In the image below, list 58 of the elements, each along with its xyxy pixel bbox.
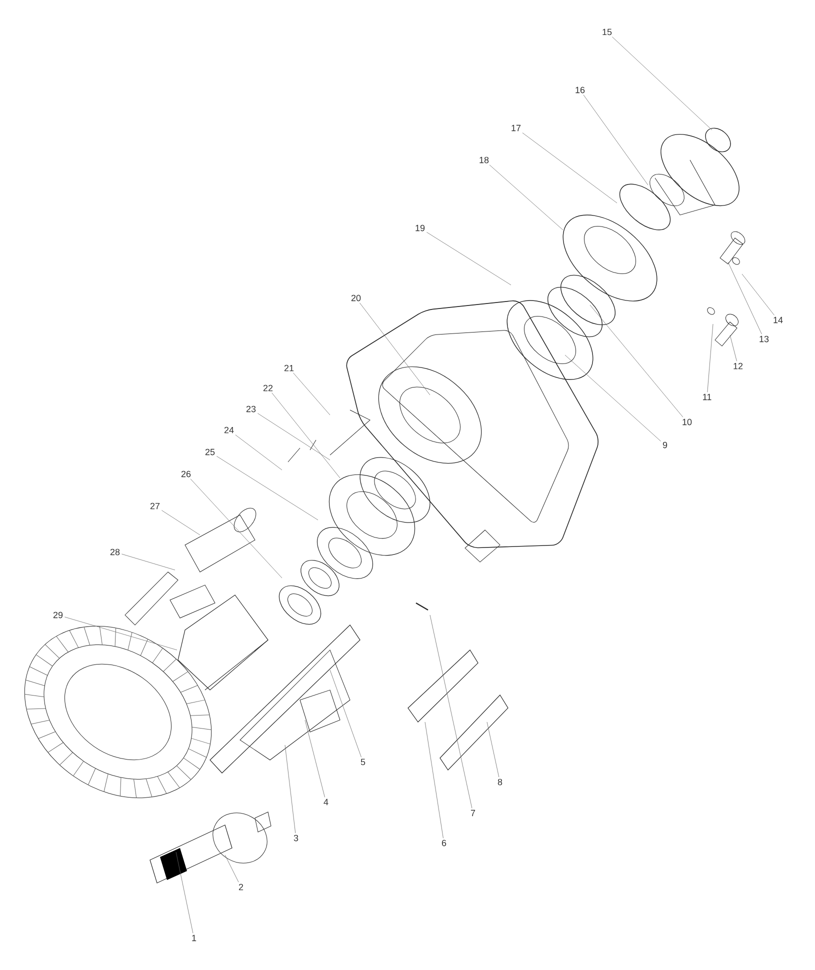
callout-number: 28 xyxy=(110,548,120,556)
leader-line xyxy=(258,413,330,460)
leader-line xyxy=(430,614,472,808)
callout-number: 9 xyxy=(662,442,668,448)
callout-number: 11 xyxy=(703,394,712,400)
callout-number: 3 xyxy=(294,834,298,842)
callout-number: 23 xyxy=(246,406,256,412)
callout-number: 8 xyxy=(498,778,502,786)
callout-number: 6 xyxy=(442,840,446,846)
leader-line xyxy=(224,854,239,882)
callout-number: 17 xyxy=(512,124,521,132)
callout-number: 14 xyxy=(774,316,783,324)
leader-line xyxy=(583,94,648,186)
leader-line xyxy=(730,334,737,362)
callout-number: 1 xyxy=(192,934,196,942)
leader-line xyxy=(64,616,178,650)
leader-line xyxy=(564,354,661,442)
leader-line xyxy=(612,36,712,130)
leader-line xyxy=(742,274,774,316)
callout-number: 15 xyxy=(602,28,612,36)
callout-number: 24 xyxy=(224,426,234,434)
leader-line xyxy=(176,852,194,934)
leader-line xyxy=(426,232,512,286)
callout-number: 20 xyxy=(351,294,361,302)
leader-line xyxy=(330,670,362,758)
leader-line xyxy=(707,324,714,392)
callout-number: 18 xyxy=(480,156,489,164)
leader-line xyxy=(489,164,564,230)
leader-line xyxy=(284,744,296,834)
leader-line xyxy=(122,554,176,570)
leader-line xyxy=(590,304,684,418)
leader-line xyxy=(293,372,330,416)
leader-line xyxy=(216,456,318,520)
leader-line xyxy=(424,722,444,838)
callout-number: 4 xyxy=(324,798,328,806)
callout-number: 27 xyxy=(150,502,160,510)
leader-line xyxy=(190,478,282,578)
callout-number: 2 xyxy=(238,884,244,890)
callout-number: 5 xyxy=(360,758,366,766)
callout-number: 10 xyxy=(682,418,692,426)
callout-number: 13 xyxy=(760,336,769,342)
callout-number: 26 xyxy=(181,470,191,478)
callout-number: 21 xyxy=(284,364,294,372)
leader-line xyxy=(235,434,282,470)
callout-number: 25 xyxy=(205,448,215,456)
leader-line xyxy=(486,722,500,778)
callout-number: 7 xyxy=(470,810,476,816)
callout-number: 22 xyxy=(263,384,273,392)
leader-line xyxy=(360,302,430,396)
callout-number: 29 xyxy=(53,612,63,618)
callout-number: 12 xyxy=(734,362,743,370)
callout-number: 19 xyxy=(416,224,425,232)
leader-line xyxy=(728,262,762,334)
leader-line xyxy=(304,720,325,798)
leader-line xyxy=(272,392,340,478)
leader-line xyxy=(522,132,618,204)
callout-number: 16 xyxy=(576,86,585,94)
leader-line xyxy=(162,510,200,536)
